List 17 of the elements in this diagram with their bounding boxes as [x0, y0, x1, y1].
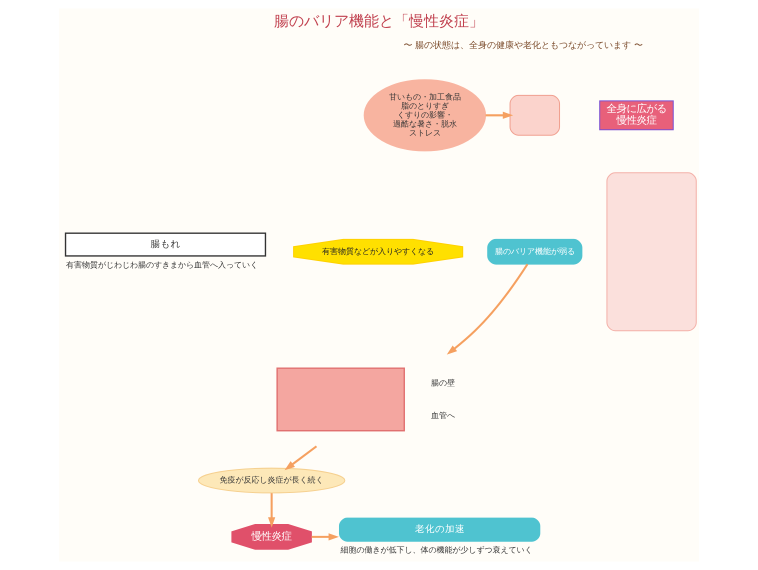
node-box	[510, 94, 560, 136]
diagram-title: 腸のバリア機能と「慢性炎症」	[274, 12, 484, 30]
node-label: 腸の壁	[431, 377, 456, 388]
arrow	[268, 493, 276, 528]
node-label: 細胞の働きが低下し、体の機能が少しずつ衰えていく	[340, 544, 532, 554]
node-ellipse: 甘いもの・加工食品 脂のとりすぎ くすりの影響・ 過酷な暑さ・脱水 ストレス	[364, 79, 486, 152]
node-label: 血管へ	[431, 410, 456, 420]
arrow	[284, 445, 318, 470]
arrow	[486, 112, 514, 119]
node-box: 腸のバリア機能が弱る	[487, 238, 582, 265]
node-label: 有害物質がじわじわ腸のすきまから血管へ入っていく	[66, 259, 258, 270]
arrow	[312, 533, 339, 540]
node-ellipse: 免疫が反応し炎症が長く続く	[198, 468, 346, 494]
node-box	[606, 172, 697, 332]
node-box: 全身に広がる 慢性炎症	[599, 100, 674, 130]
arrow	[446, 264, 528, 355]
label: 〜 腸の状態は、全身の健康や老化ともつながっています 〜	[403, 40, 643, 51]
